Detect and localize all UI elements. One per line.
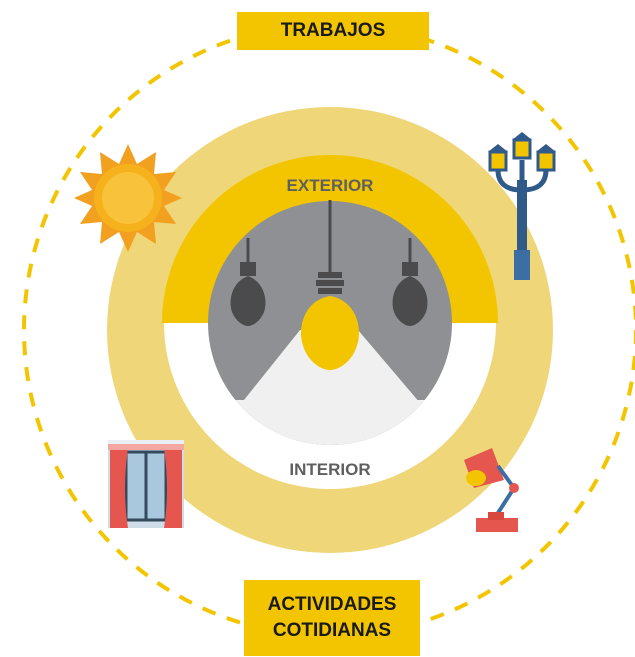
bottom-label-line2: COTIDIANAS xyxy=(272,620,392,641)
window-curtains-icon xyxy=(108,440,184,528)
bulb-left-icon xyxy=(230,238,266,326)
exterior-label: EXTERIOR xyxy=(286,176,374,195)
bottom-label-box: ACTIVIDADES COTIDIANAS xyxy=(244,580,420,656)
light-beam xyxy=(236,330,426,410)
bulb-right-icon xyxy=(392,238,428,326)
sun-icon xyxy=(74,144,182,252)
bulb-center-icon xyxy=(301,200,359,370)
top-label-text: TRABAJOS xyxy=(280,20,386,41)
bottom-label-line1: ACTIVIDADES xyxy=(267,594,397,615)
street-lamp-icon xyxy=(488,132,556,280)
desk-lamp-icon xyxy=(464,448,519,532)
interior-label: INTERIOR xyxy=(289,460,371,479)
top-label-box: TRABAJOS xyxy=(237,12,429,50)
